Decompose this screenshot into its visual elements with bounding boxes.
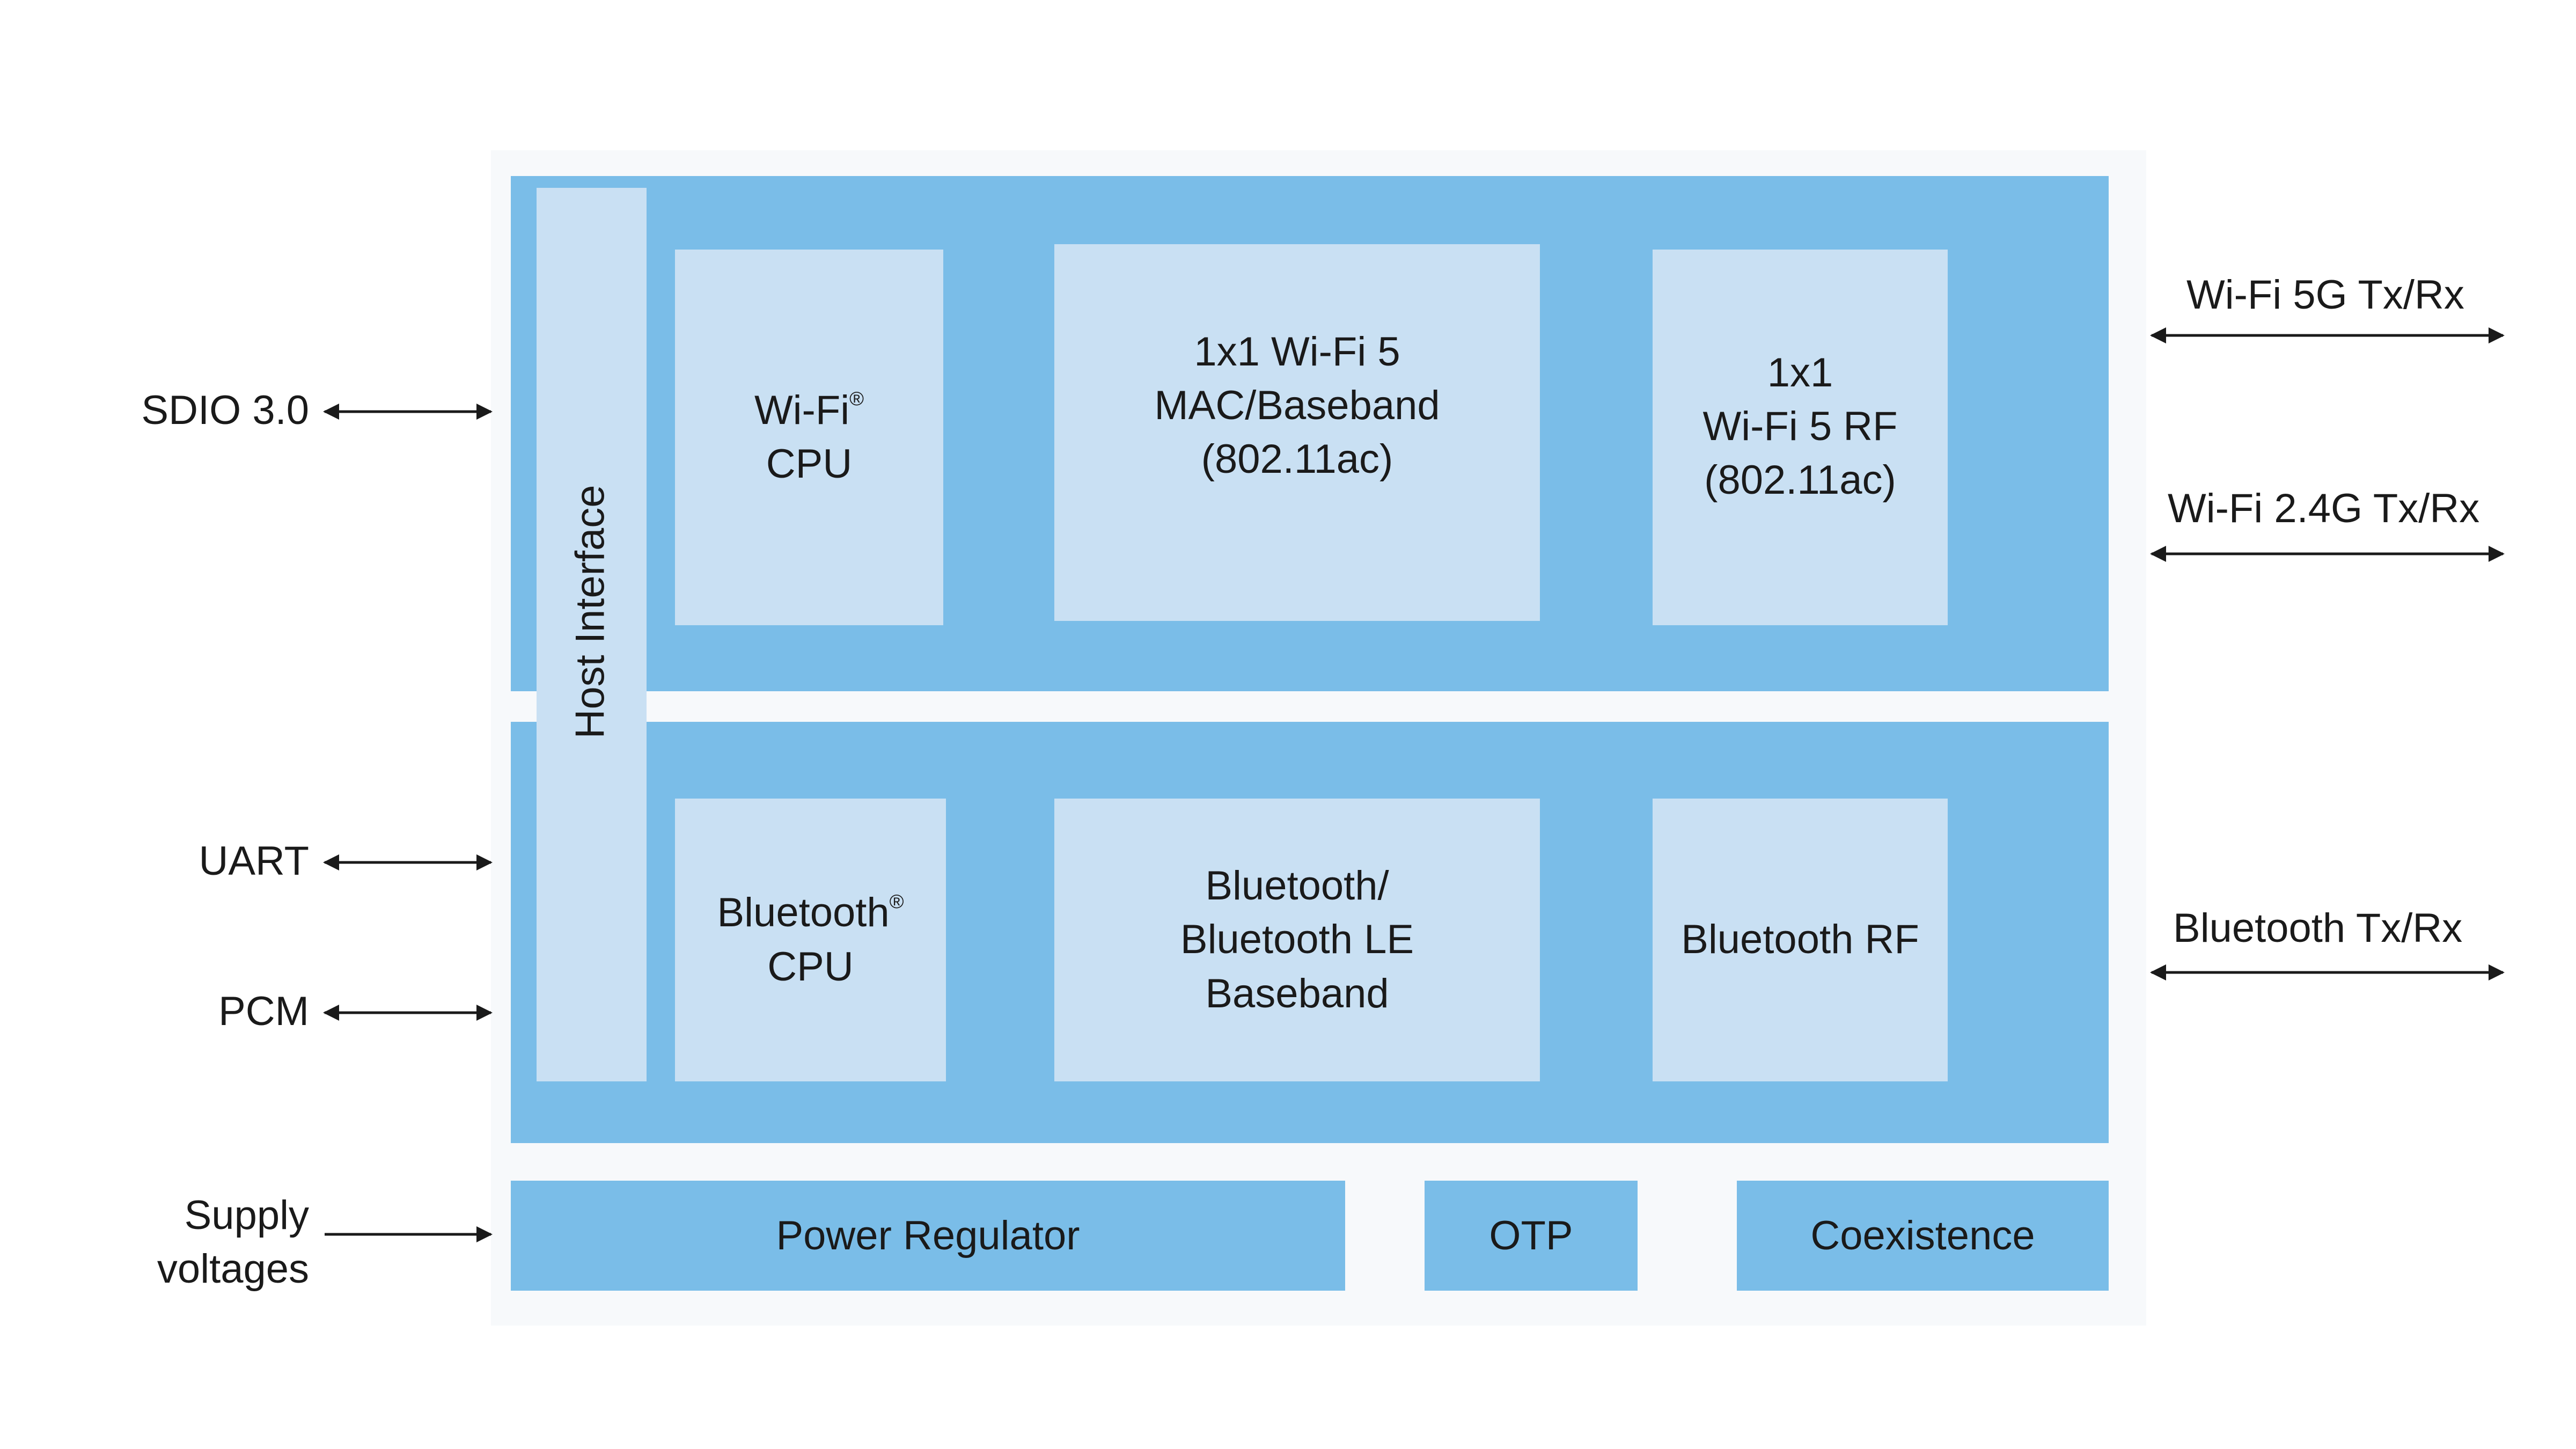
coexistence-label: Coexistence [1810, 1213, 2035, 1258]
wifi-mac-baseband-block: 1x1 Wi-Fi 5 MAC/Baseband (802.11ac) [1054, 244, 1540, 621]
bluetooth-rf-block: Bluetooth RF [1653, 799, 1948, 1081]
coexistence-block: Coexistence [1737, 1181, 2109, 1291]
wifi-rf-line3: (802.11ac) [1704, 457, 1896, 503]
pcm-label: PCM [218, 989, 309, 1034]
wifi-cpu-block: Wi-Fi® CPU [675, 250, 943, 625]
wifi-mac-line3: (802.11ac) [1201, 436, 1393, 482]
wifi-24g-label: Wi-Fi 2.4G Tx/Rx [2168, 486, 2480, 531]
wifi-cpu-line2: CPU [766, 441, 853, 487]
uart-label: UART [199, 838, 309, 884]
wifi-mac-line2: MAC/Baseband [1154, 382, 1440, 428]
host-interface-block [537, 188, 647, 1081]
otp-block: OTP [1425, 1181, 1638, 1291]
bluetooth-cpu-block: Bluetooth® CPU [675, 799, 946, 1081]
supply-line2: voltages [157, 1246, 309, 1292]
supply-line1: Supply [184, 1192, 309, 1238]
bluetooth-txrx-label: Bluetooth Tx/Rx [2173, 905, 2463, 951]
wifi-rf-block: 1x1 Wi-Fi 5 RF (802.11ac) [1653, 250, 1948, 625]
otp-label: OTP [1489, 1213, 1573, 1258]
wifi-rf-line1: 1x1 [1767, 349, 1833, 396]
wifi-registered-mark: ® [849, 387, 864, 410]
wifi-rf-line2: Wi-Fi 5 RF [1702, 403, 1898, 449]
bt-baseband-line1: Bluetooth/ [1205, 863, 1389, 909]
bluetooth-rf-label: Bluetooth RF [1681, 917, 1919, 963]
wifi-mac-line1: 1x1 Wi-Fi 5 [1194, 328, 1400, 375]
power-regulator-block: Power Regulator [511, 1181, 1345, 1291]
sdio-label: SDIO 3.0 [141, 387, 309, 433]
wifi-5g-label: Wi-Fi 5G Tx/Rx [2186, 272, 2464, 318]
supply-voltages-label: Supply voltages [157, 1189, 309, 1297]
wifi-cpu-line1: Wi-Fi [754, 387, 850, 433]
bt-baseband-line3: Baseband [1205, 970, 1389, 1016]
bluetooth-cpu-line2: CPU [767, 943, 854, 990]
bluetooth-registered-mark: ® [889, 890, 904, 912]
bluetooth-baseband-block: Bluetooth/ Bluetooth LE Baseband [1054, 799, 1540, 1081]
bt-baseband-line2: Bluetooth LE [1180, 917, 1414, 963]
power-regulator-label: Power Regulator [776, 1213, 1080, 1258]
bluetooth-cpu-line1: Bluetooth [717, 890, 890, 936]
